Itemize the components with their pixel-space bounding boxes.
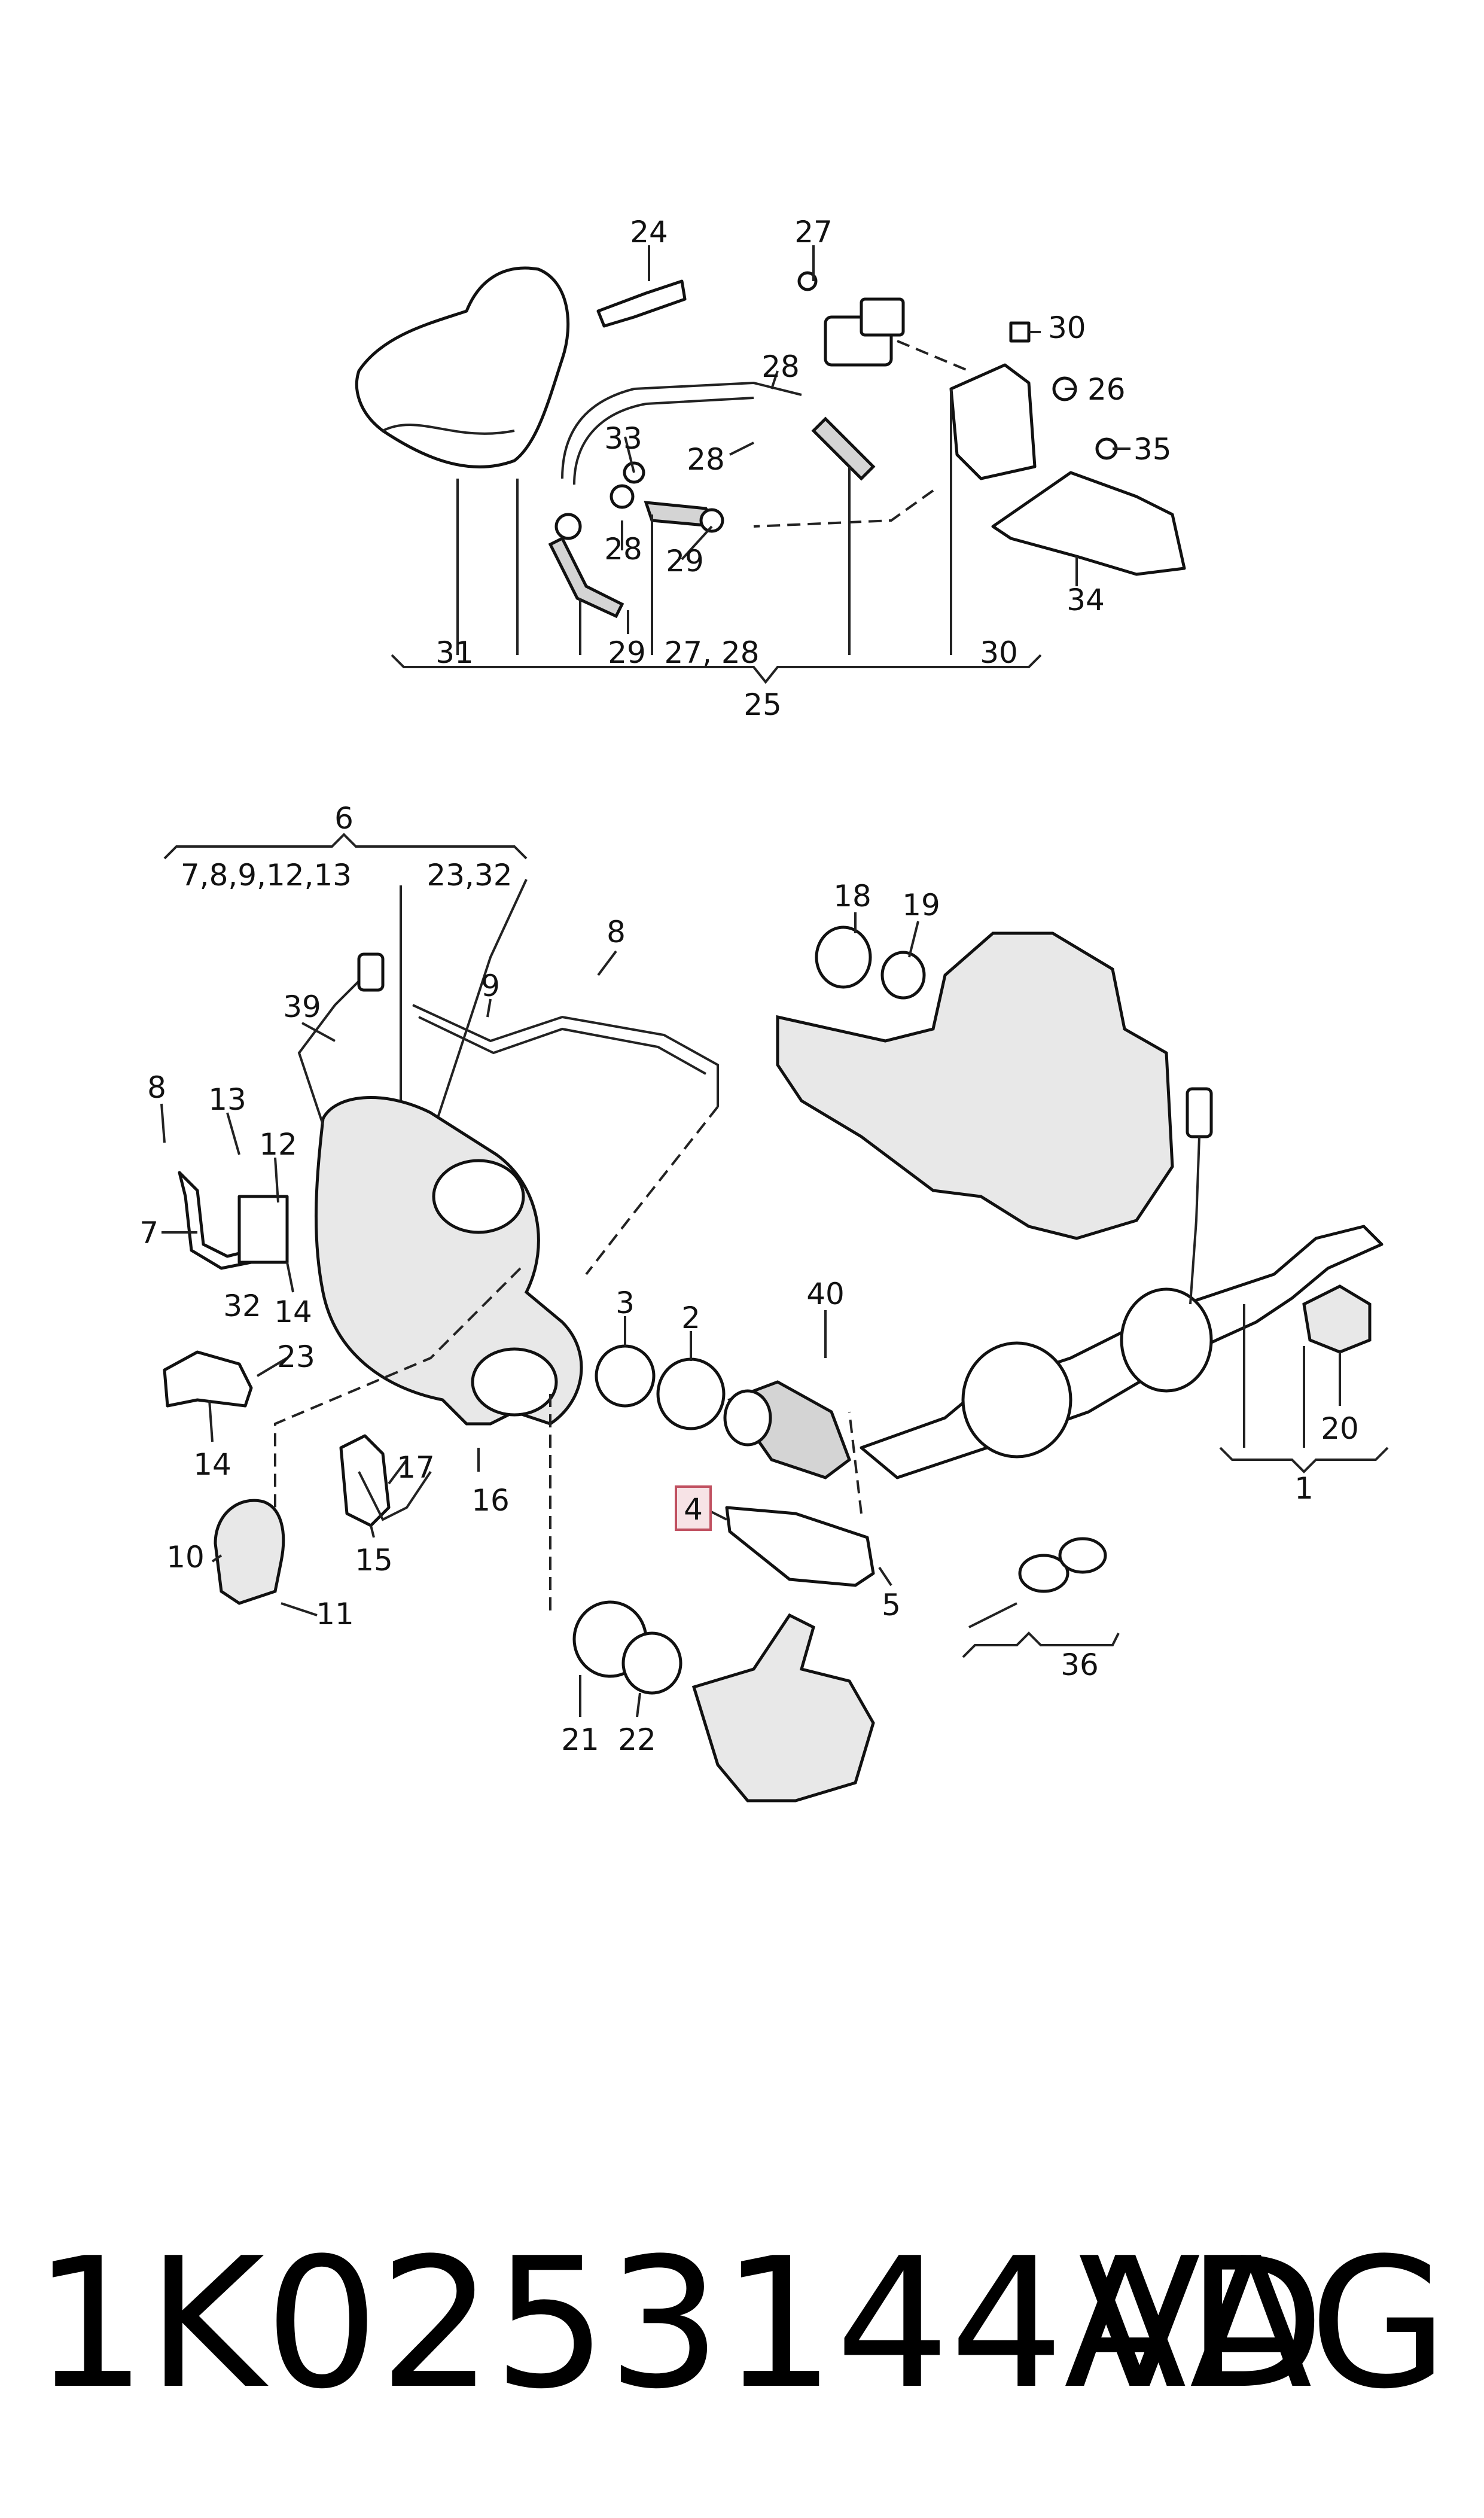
- footer: 1K0253144AD VAG: [0, 2225, 1484, 2423]
- callout-2: 2: [681, 1301, 700, 1335]
- egr-unit: [691, 1613, 875, 1803]
- callout-13: 13: [208, 1082, 246, 1117]
- brace-1: [1219, 1447, 1389, 1473]
- gasket-3: [595, 1344, 656, 1408]
- callout-12: 12: [259, 1127, 297, 1162]
- gasket-22: [621, 1631, 682, 1695]
- hose-right: [811, 416, 876, 481]
- callout-34: 34: [1066, 583, 1105, 617]
- bracket-24: [596, 279, 687, 328]
- screen-36: [1018, 1554, 1069, 1593]
- muffler-a: [961, 1341, 1072, 1459]
- manifold: [776, 931, 1174, 1240]
- callout-28-top: 28: [761, 349, 800, 384]
- brace-15: [358, 1470, 432, 1521]
- sensor-39: [297, 968, 372, 1125]
- gasket-19: [880, 951, 926, 1000]
- brand-name: VAG: [1078, 2219, 1448, 2428]
- callout-32: 32: [223, 1289, 261, 1323]
- clip-30: [1009, 321, 1031, 343]
- brace-item-7-13: 7,8,9,12,13: [181, 858, 352, 893]
- callout-19: 19: [902, 888, 940, 922]
- callout-35: 35: [1133, 432, 1172, 467]
- callout-labels: 24 27 30 26 35 34 28 33 28 28 29 29 31 2…: [139, 215, 1359, 1757]
- support-10: [214, 1499, 285, 1605]
- hose-29: [548, 536, 624, 619]
- callout-17: 17: [397, 1450, 435, 1485]
- bracket-23: [163, 1350, 253, 1408]
- callout-28-mid: 28: [687, 442, 725, 477]
- pipe-9: [412, 1004, 719, 1107]
- callout-24: 24: [630, 215, 668, 249]
- callout-16: 16: [471, 1483, 510, 1518]
- pipe-line: [561, 381, 802, 479]
- turbo-outlet: [432, 1159, 525, 1234]
- callout-28-low: 28: [604, 532, 642, 567]
- callout-3: 3: [615, 1286, 635, 1320]
- callout-40: 40: [806, 1277, 845, 1311]
- callout-33: 33: [604, 421, 642, 456]
- callout-36: 36: [1061, 1648, 1099, 1682]
- callout-23: 23: [277, 1339, 315, 1374]
- callout-8-top: 8: [607, 915, 626, 949]
- muffler-b: [1120, 1287, 1213, 1393]
- clamp-2: [656, 1357, 726, 1430]
- sensor-right: [1186, 1087, 1213, 1138]
- brace-item-23-32: 23,32: [426, 858, 512, 893]
- brace-item-31: 31: [435, 635, 474, 670]
- callout-14-right: 14: [274, 1295, 312, 1329]
- callout-20: 20: [1321, 1411, 1359, 1446]
- main-assembly: [160, 833, 1389, 1803]
- brace-item-30: 30: [980, 635, 1018, 670]
- clamp-18: [815, 925, 872, 989]
- heat-shield-31: [355, 266, 570, 468]
- clip-28: [554, 513, 582, 540]
- callout-8-left: 8: [147, 1070, 166, 1105]
- callout-5: 5: [882, 1588, 901, 1622]
- gasket-4: [725, 1506, 875, 1587]
- callout-39: 39: [283, 989, 321, 1024]
- callout-7: 7: [139, 1216, 159, 1250]
- callout-4: 4: [684, 1492, 703, 1527]
- left-brace: [163, 833, 528, 860]
- brace-total-25: 25: [743, 687, 782, 722]
- brace-36: [962, 1631, 1120, 1658]
- callout-26: 26: [1087, 372, 1126, 407]
- bolt-27: [797, 271, 818, 291]
- callout-29-mid: 29: [666, 544, 704, 578]
- highlight-box-part-4: [675, 1485, 712, 1531]
- bracket-12: [237, 1195, 289, 1264]
- clip-29: [699, 508, 724, 533]
- brace-item-27-28: 27, 28: [664, 635, 759, 670]
- callout-21: 21: [561, 1722, 599, 1757]
- clip-28b: [610, 484, 635, 509]
- callout-29-low: 29: [608, 635, 646, 670]
- brace-total-6: 6: [334, 801, 354, 836]
- callout-9: 9: [481, 969, 500, 1003]
- part-number: 1K0253144AD: [33, 2219, 1325, 2428]
- bracket-15: [339, 1434, 391, 1527]
- bracket-30: [949, 363, 1037, 480]
- callout-27: 27: [794, 215, 833, 249]
- callout-15: 15: [355, 1543, 393, 1578]
- callout-18: 18: [833, 879, 871, 914]
- sensor-20: [1302, 1284, 1372, 1354]
- callout-22: 22: [618, 1722, 656, 1757]
- callout-14-low: 14: [193, 1447, 231, 1482]
- plate-34: [991, 471, 1186, 576]
- callout-30-top: 30: [1048, 310, 1086, 345]
- cat-outlet: [471, 1347, 558, 1417]
- callout-11: 11: [316, 1597, 354, 1631]
- top-brace: [391, 654, 1042, 684]
- callout-10: 10: [166, 1540, 205, 1575]
- callout-1: 1: [1294, 1471, 1314, 1506]
- top-assembly: [355, 245, 1186, 684]
